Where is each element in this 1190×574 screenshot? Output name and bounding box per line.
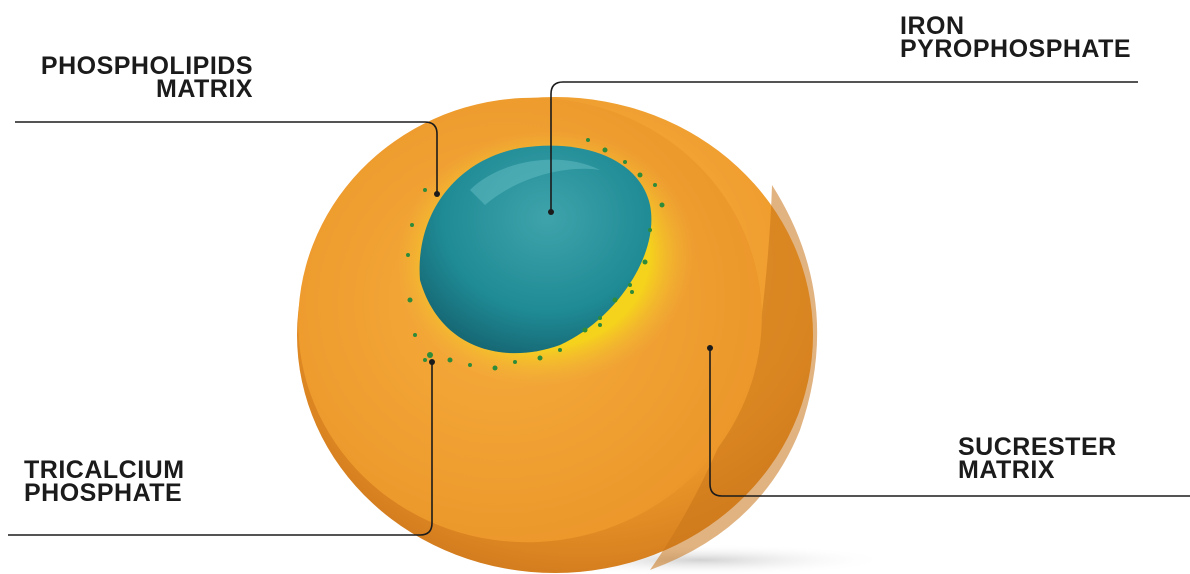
label-phospholipids-matrix: PHOSPHOLIPIDS MATRIX xyxy=(10,55,253,101)
label-phospholipids-line2: MATRIX xyxy=(10,78,253,101)
leader-dot-phospholipids xyxy=(434,191,440,197)
leader-dot-sucrester xyxy=(707,345,713,351)
label-iron-pyrophosphate: IRON PYROPHOSPHATE xyxy=(900,15,1131,61)
leader-dot-iron xyxy=(548,209,554,215)
label-tricalcium-line2: PHOSPHATE xyxy=(24,482,185,505)
label-iron-line2: PYROPHOSPHATE xyxy=(900,38,1131,61)
leader-dot-tricalcium xyxy=(429,359,435,365)
label-sucrester-line2: MATRIX xyxy=(958,459,1117,482)
label-tricalcium-phosphate: TRICALCIUM PHOSPHATE xyxy=(24,459,185,505)
label-sucrester-matrix: SUCRESTER MATRIX xyxy=(958,436,1117,482)
